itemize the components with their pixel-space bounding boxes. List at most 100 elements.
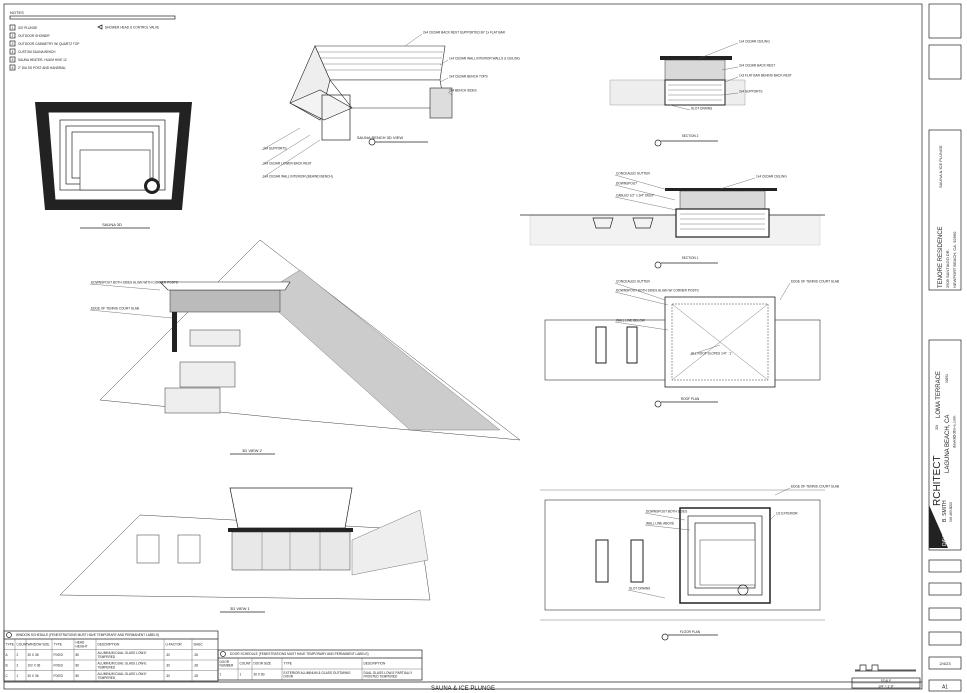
callout-label: 1x3 FLAT BAR BEHIND BACK REST	[739, 74, 792, 78]
leader-line	[644, 512, 686, 521]
view-title-sauna-3d: SAUNA 3D	[102, 222, 122, 227]
leader-line	[699, 42, 739, 59]
sheet-number-box	[928, 679, 962, 692]
leader-line	[614, 184, 676, 201]
schedule-header-cell: U-FACTOR	[166, 642, 183, 646]
note-number: 6	[12, 66, 14, 70]
callout-label: CONCEALED GUTTER	[616, 172, 651, 176]
callout-label: DOWNSPOUT BOTH SIDES	[646, 510, 687, 514]
schedule-cell: ALUMINUM DUAL GLASS LOW-E TEMPERED	[98, 672, 148, 680]
note-number-box	[9, 64, 16, 71]
leader-line	[779, 282, 791, 301]
callout-label: 1x4 CEDAR CEILING	[756, 175, 787, 179]
schedule-header-cell: TYPE	[284, 662, 292, 666]
callout-label: EDGE OF TENNIS COURT SLAB	[791, 485, 839, 489]
leader-line	[724, 76, 739, 83]
schedule-cell: 30 X 36	[28, 674, 39, 678]
callout-label: EDGE OF TENNIS COURT SLAB	[91, 307, 139, 311]
schedule-cell: .28	[194, 663, 199, 667]
schedule-symbol-icon	[220, 651, 226, 657]
leader-line	[89, 283, 161, 291]
callout-label: 2x4 CEDAR BACK REST	[739, 64, 775, 68]
leader-line	[769, 514, 776, 521]
callout-label: 1/2 EXTERIOR	[776, 512, 798, 516]
schedule-header-cell: TYPE	[54, 642, 62, 646]
sheet-border	[3, 3, 923, 690]
callout-label: 2x4 BENCH SIDES	[449, 89, 477, 93]
leader-line	[614, 321, 669, 331]
leader-line	[614, 282, 666, 301]
schedule-header-cell: SHGC	[194, 642, 204, 646]
leader-line	[627, 589, 666, 599]
note-number: 4	[12, 50, 14, 54]
sheet-title: SAUNA & ICE PLUNGE	[431, 686, 495, 692]
leader-line	[261, 139, 321, 179]
schedule-cell: .28	[194, 653, 199, 657]
3d-view-1: 3D VIEW 1	[59, 487, 431, 613]
note-number-box	[9, 40, 16, 47]
scale-bar: SCALE 1/4" = 1'-0"	[851, 664, 921, 689]
leader-line	[669, 104, 691, 111]
leader-line	[614, 291, 669, 306]
schedule-header-cell: DOOR SIZE	[254, 662, 272, 666]
note-text: OUTDOOR SHOWER	[18, 34, 50, 38]
project-subtitle: SAUNA & ICE PLUNGE	[938, 145, 943, 188]
note-text: SAUNA HEATER- HUUM HIVE 12	[18, 58, 67, 62]
callout-label: 1x4 CEDAR WALL INTERIOR WALLS & CEILING	[449, 57, 520, 61]
callout-label: DOWNSPOUT BOTH SIDES ALIGN W/ CORNER POS…	[616, 289, 699, 293]
leader-line	[89, 309, 173, 319]
view-title-3d-view-1: 3D VIEW 1	[230, 606, 251, 611]
door-schedule: DOOR SCHEDULE (FENESTRATIONS MUST HAVE T…	[217, 649, 423, 681]
schedule-symbol-icon	[6, 632, 12, 638]
callout-label: DOWNSPOUT	[616, 182, 637, 186]
sauna-bench-3d-view: SAUNA BENCH 3D VIEW 2x4 CEDAR BACK REST …	[261, 31, 520, 179]
architect-word: RCHITECT	[932, 455, 943, 506]
architect-name: B. SMITH	[942, 500, 948, 522]
sheet-date: 2/4/23	[939, 661, 951, 666]
schedule-cell: .30	[166, 663, 171, 667]
architect-box	[928, 339, 962, 551]
office-street: LOMA TERRACE	[936, 371, 942, 418]
callout-label: 1x4 CEDAR CEILING	[739, 40, 770, 44]
schedule-title: WINDOW SCHEDULE (FENESTRATIONS MUST HAVE…	[16, 633, 159, 637]
note-number-box	[9, 48, 16, 55]
schedule-header-cell: HEAD HEIGHT	[76, 641, 88, 649]
schedule-cell: 80	[76, 674, 80, 678]
architect-email: david@dbs-a.com	[952, 415, 957, 448]
view-title-3d-view-2: 3D VIEW 2	[242, 448, 263, 453]
schedule-cell: 30 X 36	[28, 653, 39, 657]
schedule-cell: FIXED	[54, 674, 64, 678]
sauna-3d-view: SAUNA 3D	[35, 102, 192, 229]
office-street-number: 324	[935, 424, 939, 430]
callout-label: DOWNSPOUT BOTH SIDES ALIGN WITH CORNER P…	[91, 281, 178, 285]
schedule-cell: DUAL GLASS LOW-E PARTIALLY FROSTED TEMPE…	[364, 671, 414, 679]
leader-line	[644, 524, 691, 531]
schedule-cell: 1	[240, 673, 242, 677]
leader-line	[614, 174, 669, 191]
schedule-header-cell: WINDOW SIZE	[28, 642, 50, 646]
note-number: 2	[12, 34, 14, 38]
schedule-cell: 2	[17, 653, 19, 657]
project-address-1: 2509 SANTIAGO DR.	[945, 249, 950, 288]
schedule-cell: .30	[166, 653, 171, 657]
leader-line	[439, 59, 449, 66]
scale-value: 1/4" = 1'-0"	[878, 685, 894, 689]
leader-line	[447, 91, 453, 96]
schedule-header-cell: DOOR NUMBER	[220, 660, 235, 668]
note-number: 1	[12, 26, 14, 30]
schedule-cell: C	[6, 674, 9, 678]
leader-line	[614, 196, 677, 211]
callout-label: WALL LINE ABOVE	[646, 522, 674, 526]
schedule-cell: EXTERIOR ALUMINUM & GLASS OUTSWING DOOR	[284, 671, 352, 679]
callout-label: 2x4 SUPPORTS	[739, 90, 763, 94]
project-address-2: NEWPORT BEACH, CA. 92660	[952, 231, 957, 288]
schedule-cell: FIXED	[54, 663, 64, 667]
title-block: TENORE RESIDENCE 2509 SANTIAGO DR. NEWPO…	[928, 3, 962, 692]
callout-label: CONCEALED GUTTER	[616, 280, 651, 284]
schedule-cell: 1	[220, 673, 222, 677]
